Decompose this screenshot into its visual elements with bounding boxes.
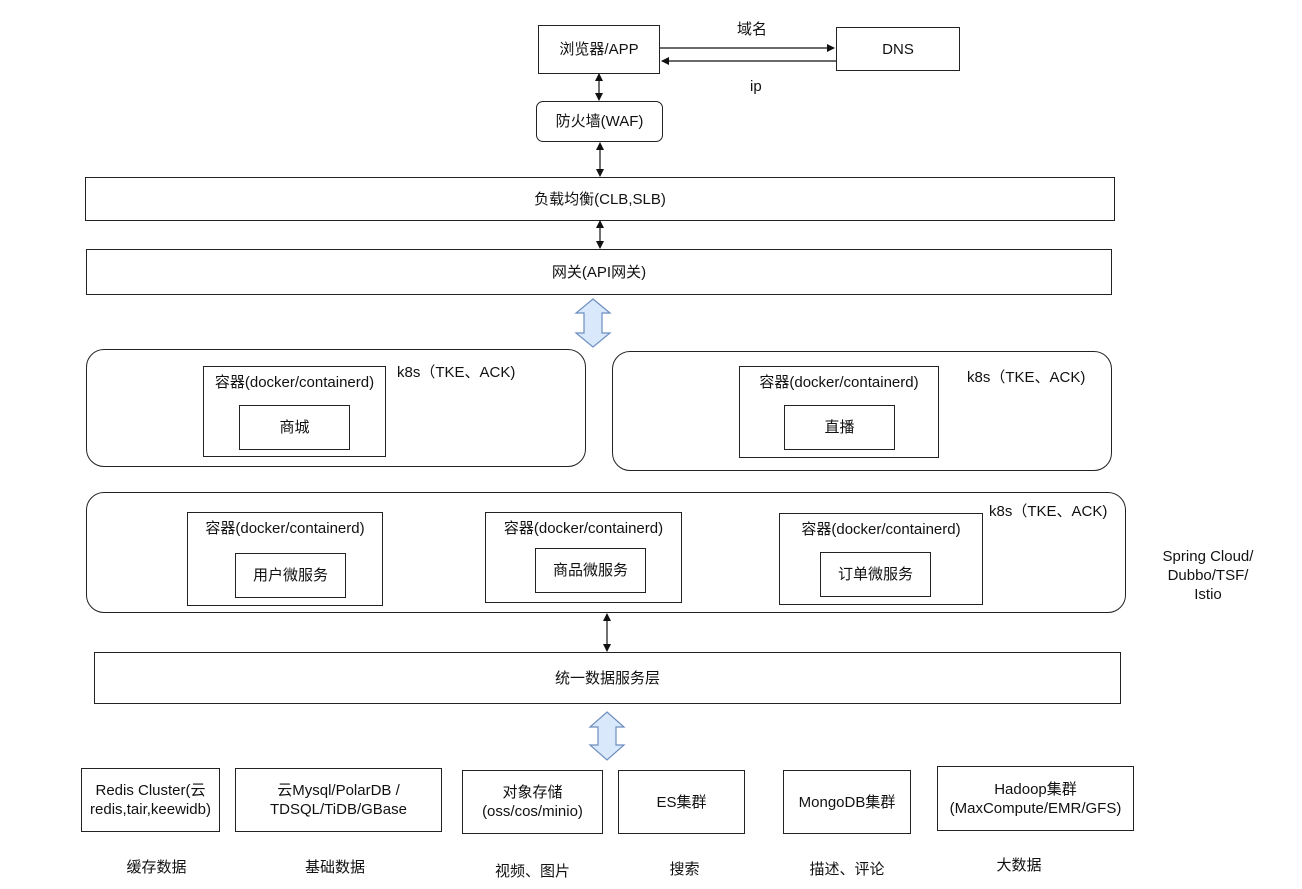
container-user: 容器(docker/containerd) 用户微服务 xyxy=(187,512,383,606)
k8s-cluster-live: k8s（TKE、ACK) 容器(docker/containerd) 直播 xyxy=(612,351,1112,471)
k8s-label-live: k8s（TKE、ACK) xyxy=(967,369,1086,386)
load-balancer-box: 负载均衡(CLB,SLB) xyxy=(85,177,1115,221)
k8s-label-mall: k8s（TKE、ACK) xyxy=(397,364,516,381)
caption-media: 视频、图片 xyxy=(494,863,570,880)
caption-bigdata: 大数据 xyxy=(996,857,1042,874)
dns-box: DNS xyxy=(836,27,960,71)
container-order: 容器(docker/containerd) 订单微服务 xyxy=(779,513,983,605)
service-user-label: 用户微服务 xyxy=(252,567,328,584)
store-line2: redis,tair,keewidb) xyxy=(90,801,211,818)
service-order-box: 订单微服务 xyxy=(820,552,931,597)
store-line2: (MaxCompute/EMR/GFS) xyxy=(949,799,1122,817)
service-order-label: 订单微服务 xyxy=(837,566,913,583)
container-title: 容器(docker/containerd) xyxy=(503,520,664,537)
container-mall: 容器(docker/containerd) 商城 xyxy=(203,366,386,457)
dns-label: DNS xyxy=(882,40,914,58)
container-title: 容器(docker/containerd) xyxy=(205,520,365,537)
hollow-double-arrow-data-stores xyxy=(588,711,626,761)
service-product-label: 商品微服务 xyxy=(552,562,628,579)
service-live-box: 直播 xyxy=(784,405,895,450)
store-hadoop: Hadoop集群 (MaxCompute/EMR/GFS) xyxy=(937,766,1134,831)
store-line1: ES集群 xyxy=(656,793,707,811)
domain-arrow-label: 域名 xyxy=(737,21,768,38)
k8s-cluster-microservices: k8s（TKE、ACK) 容器(docker/containerd) 用户微服务… xyxy=(86,492,1126,613)
hollow-double-arrow-gateway-k8s xyxy=(574,298,612,348)
data-service-layer-box: 统一数据服务层 xyxy=(94,652,1121,704)
api-gateway-label: 网关(API网关) xyxy=(551,263,647,281)
store-mysql: 云Mysql/PolarDB / TDSQL/TiDB/GBase xyxy=(235,768,442,832)
caption-search: 搜索 xyxy=(669,861,700,878)
service-user-box: 用户微服务 xyxy=(235,553,346,598)
waf-label: 防火墙(WAF) xyxy=(555,113,644,130)
load-balancer-label: 负载均衡(CLB,SLB) xyxy=(534,190,666,208)
store-mongodb: MongoDB集群 xyxy=(783,770,911,834)
framework-note-line1: Spring Cloud/ xyxy=(1162,548,1254,565)
store-line2: (oss/cos/minio) xyxy=(482,803,583,820)
caption-comments: 描述、评论 xyxy=(809,861,885,878)
container-title: 容器(docker/containerd) xyxy=(801,521,961,538)
service-product-box: 商品微服务 xyxy=(535,548,646,593)
container-product: 容器(docker/containerd) 商品微服务 xyxy=(485,512,682,603)
caption-basic: 基础数据 xyxy=(304,859,365,876)
data-service-layer-label: 统一数据服务层 xyxy=(554,669,660,687)
store-line1: 云Mysql/PolarDB / xyxy=(277,782,400,799)
store-line1: 对象存储 xyxy=(502,784,563,801)
k8s-cluster-mall: k8s（TKE、ACK) 容器(docker/containerd) 商城 xyxy=(86,349,586,467)
waf-box: 防火墙(WAF) xyxy=(536,101,663,142)
service-mall-box: 商城 xyxy=(239,405,350,450)
store-object-storage: 对象存储 (oss/cos/minio) xyxy=(462,770,603,834)
framework-note-line3: Istio xyxy=(1194,586,1222,603)
browser-app-label: 浏览器/APP xyxy=(559,41,639,58)
ip-arrow-label: ip xyxy=(750,78,762,95)
store-redis: Redis Cluster(云 redis,tair,keewidb) xyxy=(81,768,220,832)
k8s-label-micro: k8s（TKE、ACK) xyxy=(989,503,1108,520)
caption-cache: 缓存数据 xyxy=(126,859,187,876)
framework-note-line2: Dubbo/TSF/ xyxy=(1167,567,1249,584)
container-title: 容器(docker/containerd) xyxy=(214,374,375,391)
store-line1: Hadoop集群 xyxy=(994,780,1077,798)
store-line2: TDSQL/TiDB/GBase xyxy=(270,801,407,818)
store-line1: Redis Cluster(云 xyxy=(95,782,206,799)
store-line1: MongoDB集群 xyxy=(798,793,896,811)
store-es: ES集群 xyxy=(618,770,745,834)
browser-app-box: 浏览器/APP xyxy=(538,25,660,74)
service-live-label: 直播 xyxy=(824,419,855,436)
container-live: 容器(docker/containerd) 直播 xyxy=(739,366,939,458)
container-title: 容器(docker/containerd) xyxy=(759,374,919,391)
framework-note: Spring Cloud/ Dubbo/TSF/ Istio xyxy=(1150,547,1266,604)
service-mall-label: 商城 xyxy=(279,419,310,436)
api-gateway-box: 网关(API网关) xyxy=(86,249,1112,295)
